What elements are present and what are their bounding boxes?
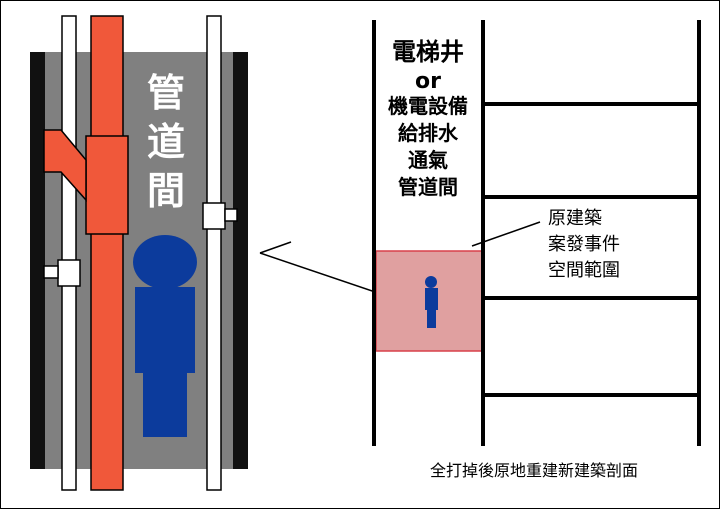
incident-label-line-1: 原建築 <box>548 208 602 229</box>
left-wall <box>30 52 45 469</box>
incident-label-line-2: 案發事件 <box>548 234 620 255</box>
incident-label-line-3: 空間範圍 <box>548 260 620 281</box>
incident-leader-line <box>471 221 541 247</box>
red-pipe-coupling <box>85 135 129 235</box>
shaft-label-line-6: 管道間 <box>398 175 458 199</box>
right-pipe-stub <box>224 208 238 222</box>
left-pipe-stub <box>43 265 59 279</box>
red-main-pipe <box>90 15 124 491</box>
shaft-title-char-3: 間 <box>147 169 185 213</box>
shaft-detail: 管 道 間 <box>30 15 248 491</box>
shaft-label-line-2: or <box>415 69 441 94</box>
rebuilt-section: 電梯井 or 機電設備 給排水 通氣 管道間 原建築 案發事件 空間範圍 全打掉… <box>372 20 701 480</box>
right-white-pipe <box>206 15 222 491</box>
left-white-pipe <box>61 15 77 491</box>
shaft-label-line-4: 給排水 <box>398 121 459 145</box>
shaft-title-char-2: 道 <box>147 120 185 164</box>
shaft-title-char-1: 管 <box>147 71 185 115</box>
section-caption: 全打掉後原地重建新建築剖面 <box>430 461 638 480</box>
red-branch-pipe <box>43 129 87 202</box>
right-pipe-fitting <box>202 202 226 230</box>
callout-lines <box>259 241 391 298</box>
person-figure-large <box>133 235 197 437</box>
shaft-label-line-5: 通氣 <box>408 148 448 172</box>
right-wall <box>233 52 248 469</box>
left-pipe-fitting <box>57 259 81 287</box>
shaft-label-line-3: 機電設備 <box>388 94 468 118</box>
shaft-label-line-1: 電梯井 <box>392 38 464 66</box>
person-figure-small <box>425 276 438 328</box>
